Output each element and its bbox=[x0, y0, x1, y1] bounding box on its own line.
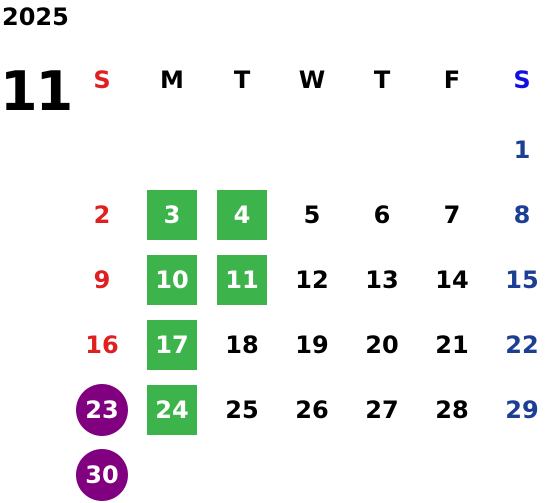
day-cell[interactable]: 2 bbox=[93, 201, 111, 229]
day-cell[interactable]: 26 bbox=[295, 396, 329, 424]
day-cell[interactable]: 25 bbox=[225, 396, 259, 424]
day-cell[interactable]: 24 bbox=[147, 385, 197, 435]
weekday-monday: M bbox=[160, 66, 184, 94]
day-cell[interactable]: 22 bbox=[505, 331, 539, 359]
day-cell[interactable]: 27 bbox=[365, 396, 399, 424]
weekday-saturday: S bbox=[513, 66, 531, 94]
day-cell[interactable]: 16 bbox=[85, 331, 119, 359]
day-cell[interactable]: 8 bbox=[513, 201, 531, 229]
day-cell[interactable]: 3 bbox=[147, 190, 197, 240]
day-cell[interactable]: 20 bbox=[365, 331, 399, 359]
calendar-month: 11 bbox=[0, 60, 73, 123]
calendar-year: 2025 bbox=[2, 3, 69, 31]
day-cell[interactable]: 14 bbox=[435, 266, 469, 294]
weekday-tuesday: T bbox=[233, 66, 251, 94]
day-cell[interactable]: 1 bbox=[513, 136, 531, 164]
day-cell[interactable]: 4 bbox=[217, 190, 267, 240]
day-cell[interactable]: 15 bbox=[505, 266, 539, 294]
day-cell[interactable]: 30 bbox=[76, 449, 128, 501]
day-cell[interactable]: 18 bbox=[225, 331, 259, 359]
weekday-friday: F bbox=[443, 66, 461, 94]
day-cell[interactable]: 5 bbox=[303, 201, 321, 229]
day-cell[interactable]: 6 bbox=[373, 201, 391, 229]
day-cell[interactable]: 28 bbox=[435, 396, 469, 424]
day-cell[interactable]: 7 bbox=[443, 201, 461, 229]
day-cell[interactable]: 12 bbox=[295, 266, 329, 294]
day-cell[interactable]: 21 bbox=[435, 331, 469, 359]
day-cell[interactable]: 11 bbox=[217, 255, 267, 305]
day-cell[interactable]: 13 bbox=[365, 266, 399, 294]
weekday-sunday: S bbox=[93, 66, 111, 94]
weekday-wednesday: W bbox=[298, 66, 326, 94]
weekday-thursday: T bbox=[373, 66, 391, 94]
day-cell[interactable]: 10 bbox=[147, 255, 197, 305]
day-cell[interactable]: 23 bbox=[76, 384, 128, 436]
day-cell[interactable]: 17 bbox=[147, 320, 197, 370]
day-cell[interactable]: 29 bbox=[505, 396, 539, 424]
day-cell[interactable]: 19 bbox=[295, 331, 329, 359]
day-cell[interactable]: 9 bbox=[93, 266, 111, 294]
